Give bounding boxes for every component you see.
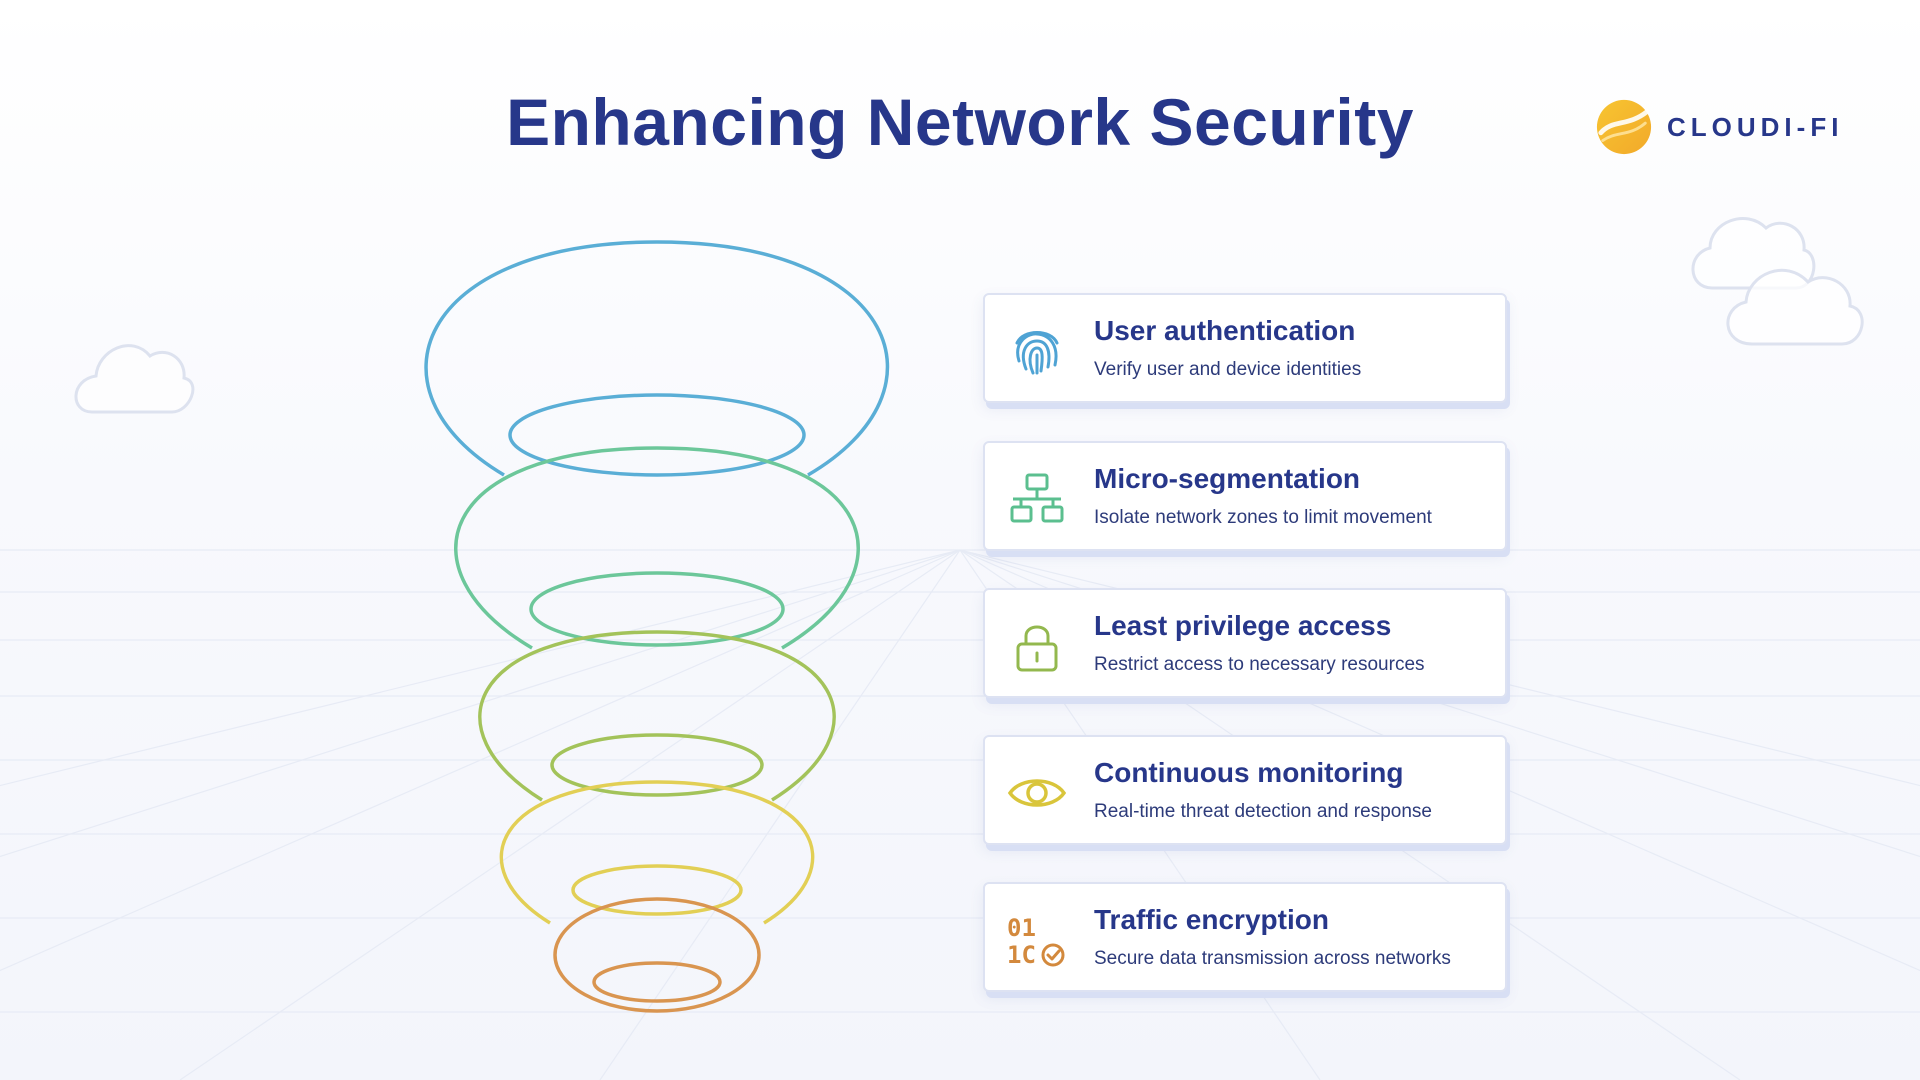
- layer-ring-5: [553, 897, 761, 1013]
- layer-ring-1: [424, 240, 890, 477]
- layer-ring-2: [454, 446, 860, 650]
- card-least-privilege-access: Least privilege access Restrict access t…: [983, 588, 1507, 698]
- security-layers-funnel: [424, 240, 890, 1013]
- svg-text:1C: 1C: [1007, 941, 1036, 969]
- layer-ring-4: [499, 780, 815, 925]
- card-continuous-monitoring: Continuous monitoring Real-time threat d…: [983, 735, 1507, 845]
- binary-check-icon: 01 1C: [1007, 914, 1065, 969]
- card-title: User authentication: [1094, 315, 1356, 346]
- card-title: Traffic encryption: [1094, 904, 1329, 935]
- card-title: Continuous monitoring: [1094, 757, 1404, 788]
- card-traffic-encryption: 01 1C Traffic encryption Secure data tra…: [983, 882, 1507, 992]
- card-description: Secure data transmission across networks: [1094, 948, 1451, 969]
- page-title: Enhancing Network Security: [506, 85, 1414, 159]
- card-user-authentication: User authentication Verify user and devi…: [983, 293, 1507, 403]
- layer-ring-3: [478, 630, 836, 802]
- network-icon: [1010, 473, 1064, 523]
- card-micro-segmentation: Micro-segmentation Isolate network zones…: [983, 441, 1507, 551]
- card-description: Isolate network zones to limit movement: [1094, 507, 1432, 528]
- fingerprint-icon: [1015, 331, 1059, 375]
- brand-logo: CLOUDI-FI: [1595, 97, 1843, 157]
- card-title: Least privilege access: [1094, 610, 1392, 641]
- floor-grid: [0, 549, 1920, 1080]
- logo-mark-icon: [1596, 99, 1652, 155]
- logo-text: CLOUDI-FI: [1667, 111, 1844, 142]
- card-description: Real-time threat detection and response: [1094, 801, 1432, 822]
- card-title: Micro-segmentation: [1094, 463, 1361, 494]
- eye-icon: [1007, 779, 1067, 807]
- card-description: Restrict access to necessary resources: [1094, 654, 1425, 675]
- cloud-icon: [74, 344, 195, 414]
- lock-icon: [1016, 625, 1058, 672]
- svg-text:01: 01: [1007, 914, 1036, 942]
- cloud-icon: [1726, 268, 1864, 346]
- card-description: Verify user and device identities: [1094, 359, 1362, 380]
